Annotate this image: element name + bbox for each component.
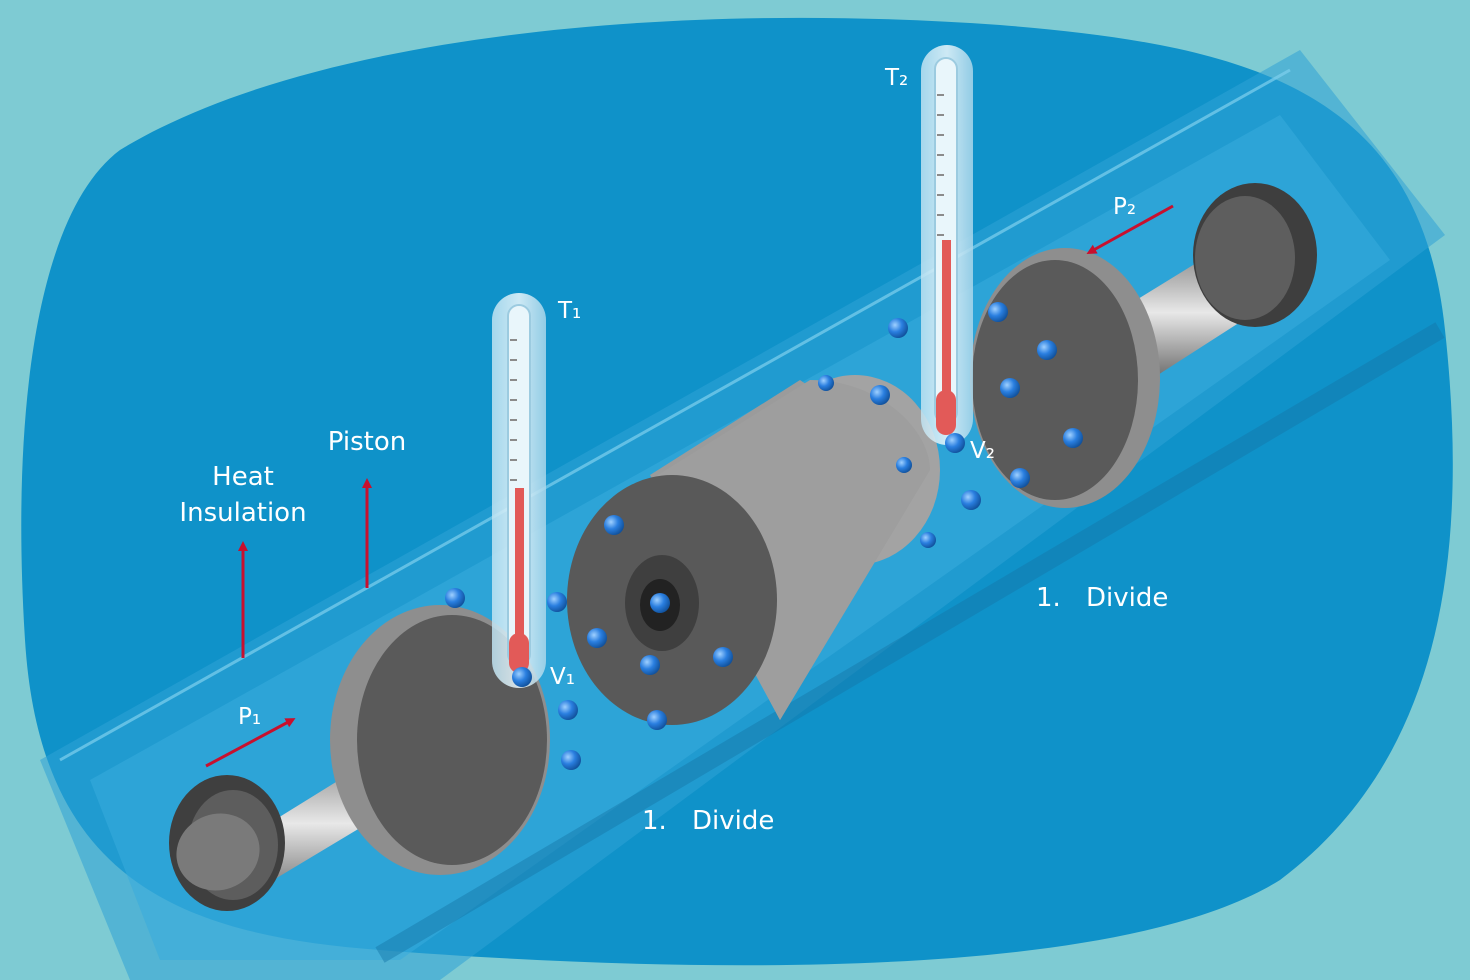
molecule-icon (870, 385, 890, 405)
right-piston (970, 183, 1317, 508)
v2-label: V₂ (970, 438, 995, 464)
thermometer-left (492, 293, 546, 688)
divide-bottom-label: Divide (692, 806, 774, 836)
thermometer-right (921, 45, 973, 445)
molecule-icon (445, 588, 465, 608)
molecule-icon (1010, 468, 1030, 488)
molecule-icon (888, 318, 908, 338)
heat-insulation-label-line1: Heat (212, 462, 274, 492)
molecules-right (818, 302, 1083, 548)
molecule-icon (920, 532, 936, 548)
molecule-icon (558, 700, 578, 720)
divide-right-number: 1. (1036, 583, 1061, 613)
heat-insulation-label-line2: Insulation (179, 498, 306, 528)
divide-right-label: Divide (1086, 583, 1168, 613)
p1-arrow (205, 718, 296, 768)
molecule-icon (512, 667, 532, 687)
piston-label: Piston (328, 427, 406, 457)
molecule-icon (640, 655, 660, 675)
t1-label: T₁ (557, 298, 581, 324)
molecule-icon (1000, 378, 1020, 398)
molecule-icon (945, 433, 965, 453)
molecule-icon (650, 593, 670, 613)
molecule-icon (818, 375, 834, 391)
molecule-icon (961, 490, 981, 510)
molecule-icon (713, 647, 733, 667)
molecule-icon (647, 710, 667, 730)
p1-label: P₁ (238, 704, 261, 730)
molecule-icon (896, 457, 912, 473)
p2-label: P₂ (1113, 194, 1136, 220)
molecules-left (445, 515, 733, 770)
molecule-icon (1063, 428, 1083, 448)
divide-bottom-number: 1. (642, 806, 667, 836)
molecule-icon (547, 592, 567, 612)
molecule-icon (988, 302, 1008, 322)
molecule-icon (604, 515, 624, 535)
molecule-icon (1037, 340, 1057, 360)
v1-label: V₁ (550, 664, 575, 690)
arrows (205, 204, 1174, 768)
molecule-icon (561, 750, 581, 770)
t2-label: T₂ (884, 65, 908, 91)
molecule-icon (587, 628, 607, 648)
p2-arrow (1086, 204, 1174, 254)
